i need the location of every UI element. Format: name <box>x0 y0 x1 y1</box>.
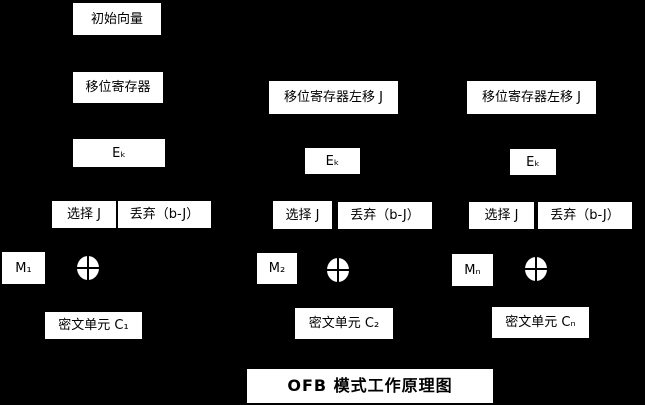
encrypt-ek-box-2: Eₖ <box>305 148 360 174</box>
shift-register-box-1: 移位寄存器 <box>73 72 163 103</box>
message-m1-box: M₁ <box>2 252 45 284</box>
ciphertext-c2-box: 密文单元 C₂ <box>295 308 393 339</box>
init-vector-box: 初始向量 <box>73 3 161 35</box>
encrypt-ek-box-3: Eₖ <box>510 149 556 175</box>
discard-box-1: 丢弃（b-J） <box>118 201 211 228</box>
select-j-box-2: 选择 J <box>273 201 332 229</box>
diagram-title: OFB 模式工作原理图 <box>247 369 493 403</box>
select-j-box-3: 选择 J <box>469 202 534 229</box>
discard-box-3: 丢弃（b-J） <box>538 202 632 229</box>
shift-register-box-3: 移位寄存器左移 J <box>467 81 596 114</box>
message-m2-box: M₂ <box>257 253 297 284</box>
xor-icon-1 <box>77 256 99 280</box>
xor-icon-2 <box>327 258 349 282</box>
ciphertext-cn-box: 密文单元 Cₙ <box>492 307 589 338</box>
xor-icon-3 <box>525 257 547 281</box>
select-j-box-1: 选择 J <box>52 201 116 228</box>
shift-register-box-2: 移位寄存器左移 J <box>269 81 398 114</box>
discard-box-2: 丢弃（b-J） <box>338 202 432 229</box>
message-mn-box: Mₙ <box>452 254 493 286</box>
ciphertext-c1-box: 密文单元 C₁ <box>45 312 142 339</box>
encrypt-ek-box-1: Eₖ <box>73 139 165 167</box>
